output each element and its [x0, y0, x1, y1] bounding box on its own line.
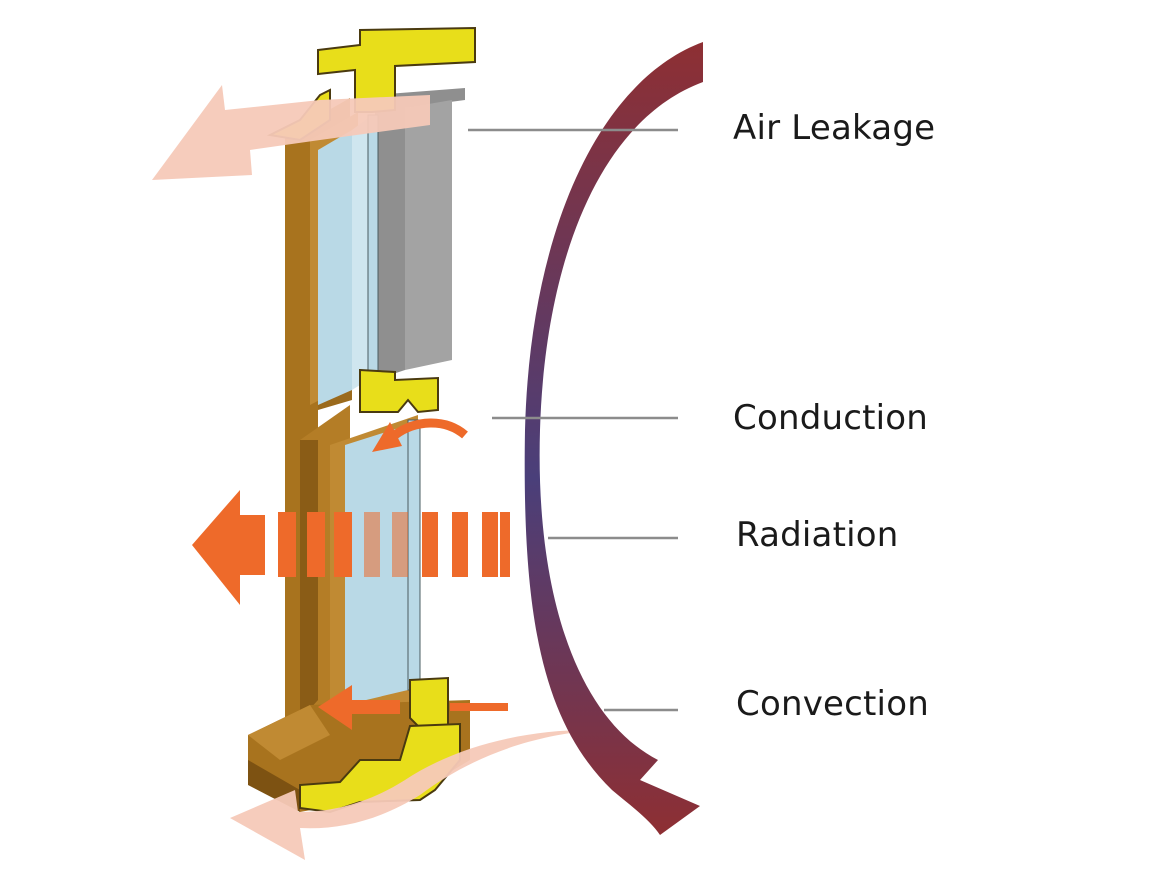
radiation-arrow [192, 490, 510, 605]
label-air-leakage: Air Leakage [733, 108, 936, 148]
air-leak-arrow-top [152, 85, 430, 180]
label-radiation: Radiation [736, 515, 899, 555]
convection-loop-arrow [524, 42, 703, 835]
air-leakage-arrows [152, 85, 600, 860]
window-shadow [375, 88, 465, 380]
air-leak-arrow-bottom [230, 729, 600, 860]
conduction-arrow [372, 418, 468, 452]
label-conduction: Conduction [733, 398, 929, 438]
label-convection: Convection [736, 684, 929, 724]
convection-arrows [318, 685, 508, 730]
leader-lines [468, 128, 678, 712]
